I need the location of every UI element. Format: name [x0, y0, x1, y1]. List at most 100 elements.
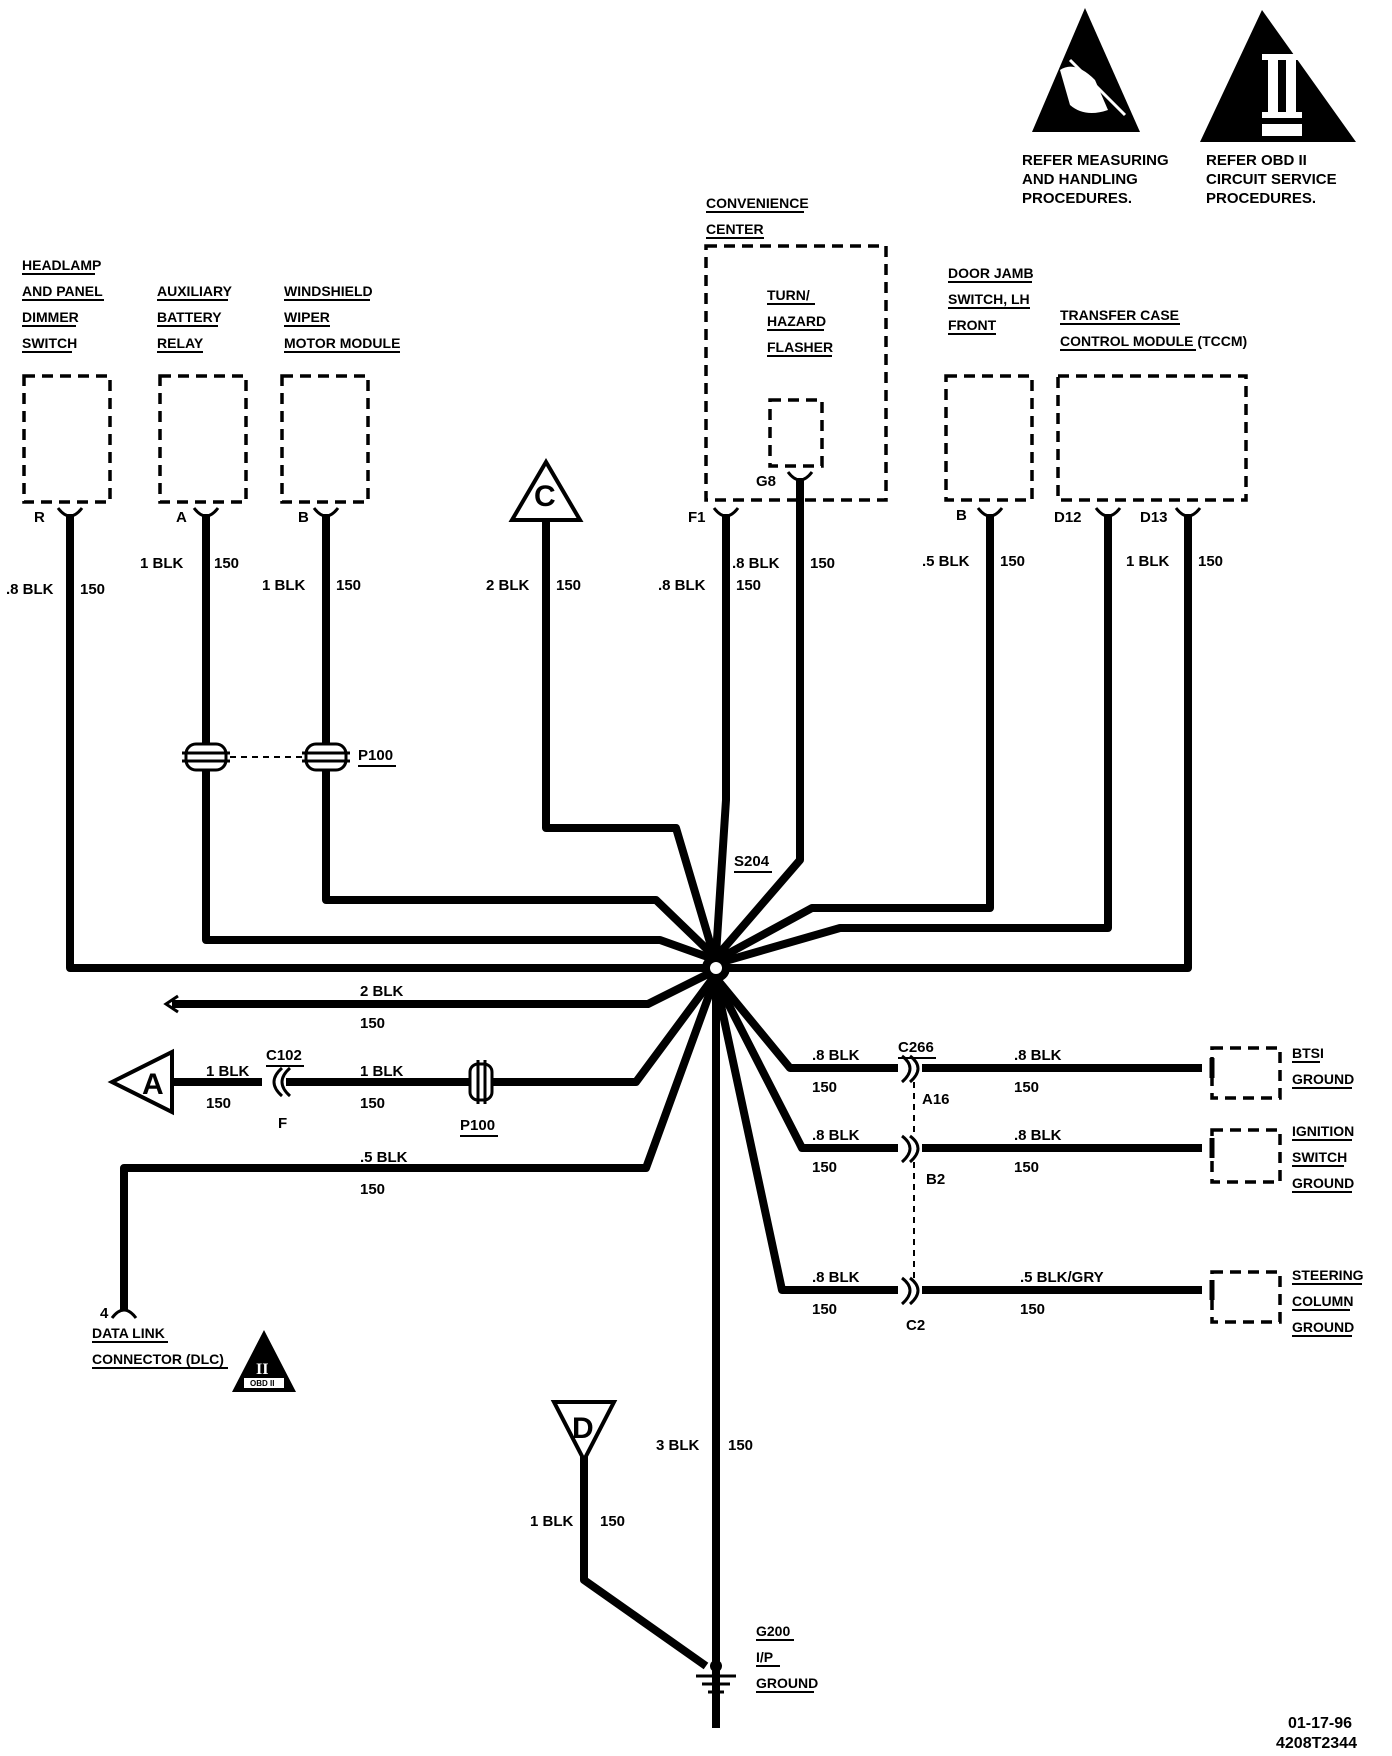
- svg-text:.5 BLK: .5 BLK: [922, 553, 970, 570]
- svg-text:1 BLK: 1 BLK: [530, 1513, 574, 1530]
- steering-label: STEERING COLUMN GROUND: [1292, 1267, 1364, 1335]
- svg-text:.8 BLK: .8 BLK: [1014, 1127, 1062, 1144]
- svg-text:TRANSFER CASE: TRANSFER CASE: [1060, 307, 1179, 323]
- svg-text:1 BLK: 1 BLK: [262, 577, 306, 594]
- svg-text:1 BLK: 1 BLK: [1126, 553, 1170, 570]
- obd-text-3: PROCEDURES.: [1206, 190, 1316, 207]
- svg-text:C2: C2: [906, 1317, 925, 1334]
- esd-text-2: AND HANDLING: [1022, 171, 1138, 188]
- lower-wires: [120, 966, 1202, 1728]
- headlamp-box: [22, 374, 112, 504]
- svg-text:CONTROL MODULE (TCCM): CONTROL MODULE (TCCM): [1060, 333, 1247, 349]
- svg-text:RELAY: RELAY: [157, 335, 204, 351]
- g200-label: G200 I/P GROUND: [756, 1623, 818, 1691]
- svg-text:150: 150: [360, 1181, 385, 1198]
- svg-text:4: 4: [100, 1305, 109, 1322]
- dlc-terminal: [110, 1308, 138, 1319]
- svg-text:IGNITION: IGNITION: [1292, 1123, 1354, 1139]
- p100-bottom-label: P100: [460, 1117, 495, 1134]
- svg-text:DOOR JAMB: DOOR JAMB: [948, 265, 1034, 281]
- p100-top-label: P100: [358, 747, 393, 764]
- svg-text:SWITCH: SWITCH: [22, 335, 77, 351]
- right-ground-boxes: [1209, 1046, 1282, 1324]
- svg-text:COLUMN: COLUMN: [1292, 1293, 1353, 1309]
- svg-text:150: 150: [812, 1079, 837, 1096]
- svg-text:.8 BLK: .8 BLK: [732, 555, 780, 572]
- svg-text:CONVENIENCE: CONVENIENCE: [706, 195, 809, 211]
- svg-text:150: 150: [206, 1095, 231, 1112]
- door-jamb-label: DOOR JAMB SWITCH, LH FRONT: [948, 265, 1034, 333]
- ref-d: D: [550, 1400, 618, 1465]
- obd-text-1: REFER OBD II: [1206, 152, 1307, 169]
- p100-lower-connector: [468, 1060, 494, 1104]
- svg-text:.8 BLK: .8 BLK: [812, 1127, 860, 1144]
- svg-text:I/P: I/P: [756, 1649, 773, 1665]
- svg-text:.8 BLK: .8 BLK: [812, 1047, 860, 1064]
- svg-text:A: A: [176, 509, 187, 526]
- svg-text:150: 150: [1014, 1159, 1039, 1176]
- svg-text:GROUND: GROUND: [1292, 1319, 1354, 1335]
- svg-text:SWITCH, LH: SWITCH, LH: [948, 291, 1030, 307]
- wiper-label: WINDSHIELD WIPER MOTOR MODULE: [284, 283, 400, 351]
- footer-code: 01-17-96 4208T2344: [1276, 1715, 1357, 1752]
- esd-text-1: REFER MEASURING: [1022, 152, 1169, 169]
- svg-text:2 BLK: 2 BLK: [486, 577, 530, 594]
- svg-text:150: 150: [812, 1159, 837, 1176]
- c102-label: C102: [266, 1047, 302, 1064]
- svg-text:.8 BLK: .8 BLK: [1014, 1047, 1062, 1064]
- svg-text:150: 150: [728, 1437, 753, 1454]
- svg-text:150: 150: [556, 577, 581, 594]
- svg-text:150: 150: [1000, 553, 1025, 570]
- svg-text:D: D: [572, 1412, 594, 1445]
- terminal-cups: [56, 471, 1202, 518]
- svg-text:150: 150: [360, 1095, 385, 1112]
- svg-text:150: 150: [1020, 1301, 1045, 1318]
- svg-text:G200: G200: [756, 1623, 790, 1639]
- svg-text:R: R: [34, 509, 45, 526]
- svg-text:.8 BLK: .8 BLK: [812, 1269, 860, 1286]
- c266-connectors: [898, 1054, 922, 1306]
- convenience-box: [704, 244, 888, 502]
- svg-text:.5 BLK: .5 BLK: [360, 1149, 408, 1166]
- aux-battery-box: [158, 374, 248, 504]
- upper-wires: [66, 478, 1192, 972]
- svg-text:BATTERY: BATTERY: [157, 309, 222, 325]
- pin-labels: R A B F1 G8 B D12 D13: [34, 473, 1168, 526]
- svg-text:.5 BLK/GRY: .5 BLK/GRY: [1020, 1269, 1104, 1286]
- svg-text:F: F: [278, 1115, 287, 1132]
- svg-text:4208T2344: 4208T2344: [1276, 1735, 1357, 1752]
- svg-text:DIMMER: DIMMER: [22, 309, 79, 325]
- obd-text-2: CIRCUIT SERVICE: [1206, 171, 1337, 188]
- svg-text:150: 150: [360, 1015, 385, 1032]
- svg-text:GROUND: GROUND: [1292, 1071, 1354, 1087]
- svg-text:GROUND: GROUND: [1292, 1175, 1354, 1191]
- svg-text:CENTER: CENTER: [706, 221, 764, 237]
- svg-text:G8: G8: [756, 473, 776, 490]
- tccm-box: [1056, 374, 1248, 502]
- svg-text:D13: D13: [1140, 509, 1168, 526]
- ignition-label: IGNITION SWITCH GROUND: [1292, 1123, 1354, 1191]
- svg-text:150: 150: [810, 555, 835, 572]
- svg-text:F1: F1: [688, 509, 706, 526]
- svg-text:BTSI: BTSI: [1292, 1045, 1324, 1061]
- svg-text:3 BLK: 3 BLK: [656, 1437, 700, 1454]
- svg-text:WIPER: WIPER: [284, 309, 330, 325]
- esd-warning: REFER MEASURING AND HANDLING PROCEDURES.: [1022, 8, 1169, 207]
- svg-text:OBD II: OBD II: [250, 1379, 274, 1388]
- svg-text:.8 BLK: .8 BLK: [6, 581, 54, 598]
- svg-text:.8 BLK: .8 BLK: [658, 577, 706, 594]
- svg-text:1 BLK: 1 BLK: [140, 555, 184, 572]
- svg-text:150: 150: [812, 1301, 837, 1318]
- p100-upper-connectors: [182, 742, 350, 772]
- convenience-label: CONVENIENCE CENTER: [706, 195, 809, 237]
- tccm-label: TRANSFER CASE CONTROL MODULE (TCCM): [1060, 307, 1247, 349]
- svg-text:B2: B2: [926, 1171, 945, 1188]
- ref-c: C: [508, 458, 584, 522]
- c102-connector: [262, 1066, 292, 1098]
- obd-warning: REFER OBD II CIRCUIT SERVICE PROCEDURES.: [1200, 10, 1356, 207]
- door-jamb-box: [944, 374, 1034, 502]
- svg-text:FLASHER: FLASHER: [767, 339, 833, 355]
- svg-text:AND PANEL: AND PANEL: [22, 283, 103, 299]
- label-underlines: [22, 211, 1196, 357]
